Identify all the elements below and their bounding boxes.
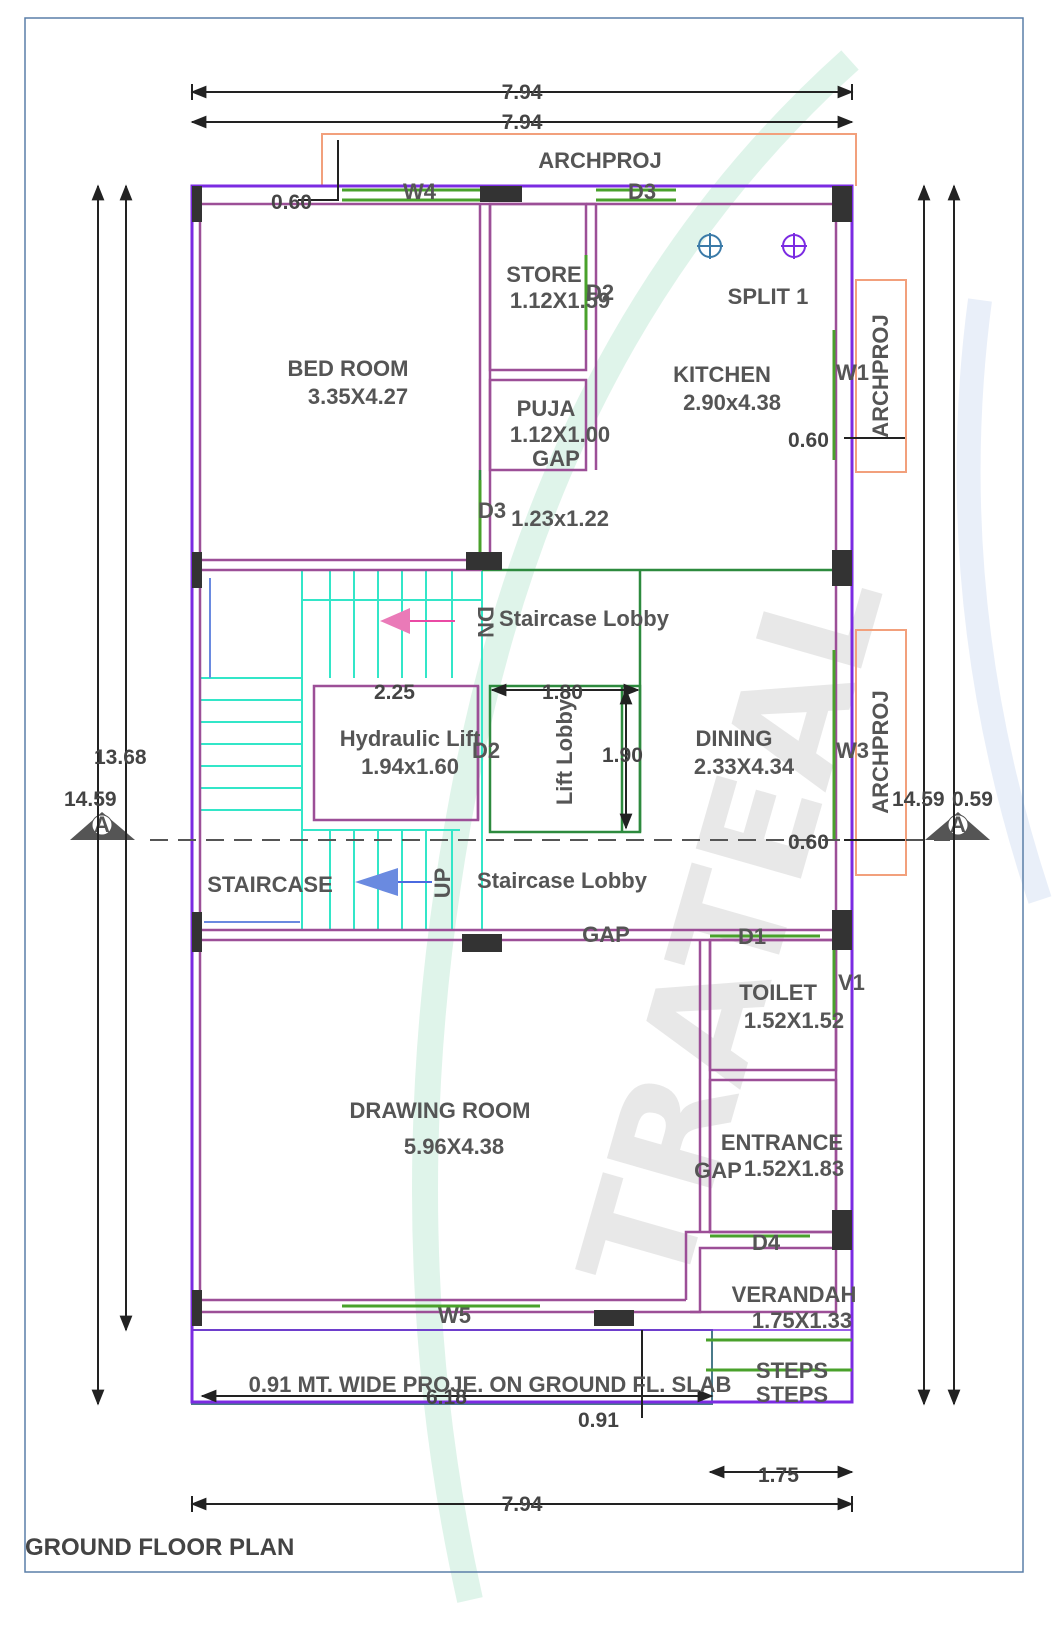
label-d1: D1 [738,924,766,949]
room-store-size: 1.12X1.59 [510,288,610,313]
room-puja-name: PUJA [517,396,576,421]
label-gap-entrance: GAP [694,1158,742,1183]
room-toilet-name: TOILET [739,980,817,1005]
section-mark-left: A [94,812,110,837]
ac-outdoor-icon [781,233,807,259]
label-d3-mid: D3 [478,498,506,523]
dim-offset-dining: 0.60 [788,831,829,854]
columns [192,186,852,1326]
ac-symbols [697,233,807,259]
room-store-name: STORE [506,262,581,287]
room-passage-size: 1.23x1.22 [511,506,609,531]
label-w5: W5 [438,1303,471,1328]
dim-lobby-width: 1.80 [542,681,583,704]
stair-arrow-up [355,868,432,896]
dim-bottom: 7.94 [502,1493,543,1516]
room-toilet-size: 1.52X1.52 [744,1008,844,1033]
dimension-lines [91,84,961,1512]
room-verandah-name: VERANDAH [732,1282,857,1307]
room-dining-name: DINING [696,726,773,751]
label-d2-lift: D2 [472,738,500,763]
room-kitchen-name: KITCHEN [673,362,771,387]
window-openings [342,188,852,1372]
label-projection-note: 0.91 MT. WIDE PROJE. ON GROUND FL. SLAB [249,1372,732,1397]
dim-right: 14.59 [892,788,945,811]
stair-arrow-dn [380,608,455,634]
label-w4: W4 [403,179,437,204]
room-kitchen-size: 2.90x4.38 [683,390,781,415]
room-lift-name: Hydraulic Lift [340,726,481,751]
dim-top-inner: 7.94 [502,111,543,134]
dim-stair-width: 2.25 [374,681,415,704]
brand-kitchen: ARCHPROJ [868,314,893,437]
room-bedroom-size: 3.35X4.27 [308,384,408,409]
ac-indoor-icon [697,233,723,259]
room-drawing-name: DRAWING ROOM [350,1098,531,1123]
label-gap-lobby: GAP [582,922,630,947]
room-entrance-size: 1.52X1.83 [744,1156,844,1181]
interior-walls [198,202,838,1314]
label-v1: V1 [838,970,865,995]
room-dining-size: 2.33X4.34 [694,754,795,779]
label-gap-puja: GAP [532,446,580,471]
dim-right-overlap: 0.59 [952,788,993,811]
section-marker-right: A [925,812,990,840]
room-drawing-size: 5.96X4.38 [404,1134,504,1159]
label-stair-up: UP [430,868,455,899]
brand-top: ARCHPROJ [538,148,661,173]
dim-proj-bottom: 0.91 [578,1409,619,1432]
dim-left-outer: 14.59 [64,788,117,811]
dim-proj-length: 6.18 [426,1386,467,1409]
dim-top-outer: 7.94 [502,81,543,104]
room-staircase-name: STAIRCASE [207,872,333,897]
label-w1: W1 [836,360,869,385]
label-d4: D4 [752,1230,781,1255]
brand-dining: ARCHPROJ [868,690,893,813]
stair-handrail [204,578,300,923]
room-lobby-top-name: Staircase Lobby [499,606,670,631]
room-entrance-name: ENTRANCE [721,1130,843,1155]
room-lift-lobby-name: Lift Lobby [552,698,577,805]
label-steps-1: STEPS [756,1358,828,1383]
dim-left-inner: 13.68 [94,746,147,769]
label-w-dining: W3 [836,738,869,763]
label-d2: D2 [586,280,614,305]
dim-verandah-width: 1.75 [758,1464,799,1487]
room-verandah-size: 1.75X1.33 [752,1308,852,1333]
page-title: GROUND FLOOR PLAN [25,1534,294,1561]
projection-outlines [321,133,907,876]
room-lobby-bottom-name: Staircase Lobby [477,868,648,893]
room-bedroom-name: BED ROOM [288,356,409,381]
dim-offset-top-left: 0.60 [271,191,312,214]
sheet-border [24,17,1024,1573]
room-lift-size: 1.94x1.60 [361,754,459,779]
label-d3-top: D3 [628,179,656,204]
dim-lobby-height: 1.90 [602,744,643,767]
dim-offset-kitchen: 0.60 [788,429,829,452]
section-mark-right: A [950,812,966,837]
label-stair-dn: DN [473,606,498,638]
room-puja-size: 1.12X1.00 [510,422,610,447]
label-split: SPLIT 1 [728,284,809,309]
label-steps-2: STEPS [756,1382,828,1407]
